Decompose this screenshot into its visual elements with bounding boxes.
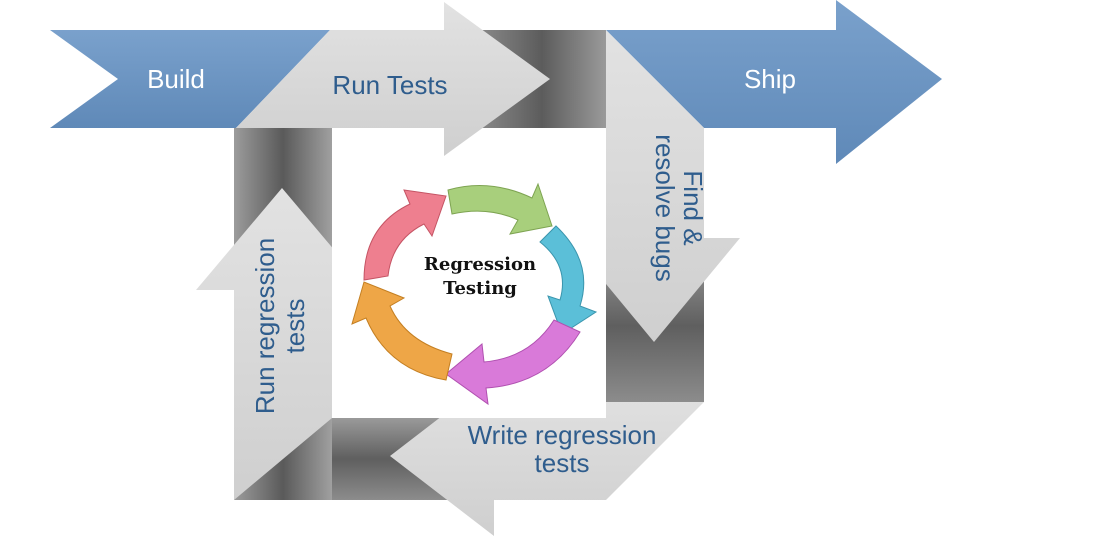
cycle-arrow-orange bbox=[351, 281, 453, 381]
label-find-resolve-line1: Find & bbox=[678, 170, 708, 245]
label-build: Build bbox=[147, 64, 205, 94]
build-chevron bbox=[50, 30, 330, 128]
cycle-arrow-green bbox=[447, 182, 553, 235]
cycle-arrows bbox=[351, 182, 598, 406]
center-title-line1: Regression bbox=[424, 254, 536, 275]
cycle-arrow-pink bbox=[363, 189, 447, 281]
run-tests-arrow bbox=[236, 2, 550, 156]
label-find-resolve: Find & resolve bugs bbox=[650, 134, 708, 281]
label-find-resolve-line2: resolve bugs bbox=[650, 134, 680, 281]
label-run-regression-line1: Run regression bbox=[250, 238, 280, 414]
label-run-tests: Run Tests bbox=[332, 70, 447, 100]
label-write-regression-line1: Write regression bbox=[468, 420, 657, 450]
ship-arrow bbox=[606, 0, 942, 164]
label-ship: Ship bbox=[744, 64, 796, 94]
center-title-line2: Testing bbox=[443, 278, 517, 299]
run-regression-arrow bbox=[196, 188, 368, 500]
label-write-regression-line2: tests bbox=[535, 448, 590, 478]
label-run-regression: Run regression tests bbox=[250, 238, 310, 414]
find-resolve-arrow bbox=[568, 30, 740, 342]
label-run-regression-line2: tests bbox=[280, 299, 310, 354]
